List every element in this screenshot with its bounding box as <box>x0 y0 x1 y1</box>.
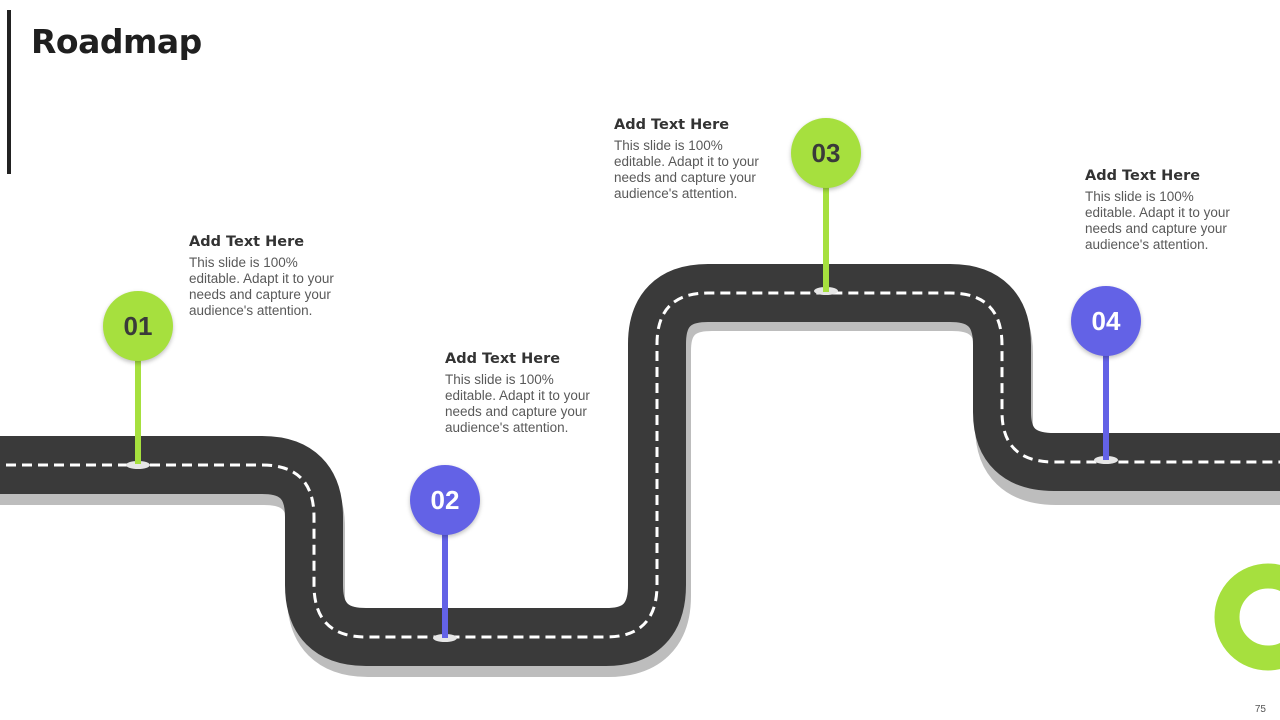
pin-stem-02 <box>442 526 448 638</box>
pin-stem-01 <box>135 352 141 464</box>
milestone-heading: Add Text Here <box>189 234 305 250</box>
milestone-heading: Add Text Here <box>614 117 730 133</box>
pin-base-04 <box>1094 456 1118 464</box>
milestone-text-01: Add Text Here This slide is 100% editabl… <box>189 234 349 319</box>
milestone-number: 01 <box>123 310 153 341</box>
milestone-text-04: Add Text Here This slide is 100% editabl… <box>1085 168 1245 253</box>
pin-stem-04 <box>1103 350 1109 460</box>
milestone-text-02: Add Text Here This slide is 100% editabl… <box>445 351 605 436</box>
pin-base-02 <box>433 634 457 642</box>
decorative-ring <box>1214 563 1280 671</box>
milestone-marker-01: 01 <box>103 291 173 361</box>
road-center-dashes <box>0 291 1280 639</box>
milestone-heading: Add Text Here <box>1085 168 1201 184</box>
milestone-marker-04: 04 <box>1071 286 1141 356</box>
title-accent-bar <box>7 10 11 174</box>
milestone-marker-02: 02 <box>410 465 480 535</box>
pin-base-01 <box>126 461 150 469</box>
milestone-marker-03: 03 <box>791 118 861 188</box>
milestone-number: 04 <box>1091 305 1121 336</box>
pin-stem-03 <box>823 180 829 292</box>
milestone-body: This slide is 100% editable. Adapt it to… <box>445 372 590 435</box>
milestone-text-03: Add Text Here This slide is 100% editabl… <box>614 117 774 202</box>
milestone-number: 02 <box>430 484 460 515</box>
page-number: 75 <box>1254 704 1266 715</box>
milestone-body: This slide is 100% editable. Adapt it to… <box>189 255 334 318</box>
milestone-body: This slide is 100% editable. Adapt it to… <box>614 138 759 201</box>
slide-title: Roadmap <box>31 22 202 61</box>
milestone-number: 03 <box>811 137 841 168</box>
milestone-body: This slide is 100% editable. Adapt it to… <box>1085 189 1230 252</box>
milestone-heading: Add Text Here <box>445 351 561 367</box>
